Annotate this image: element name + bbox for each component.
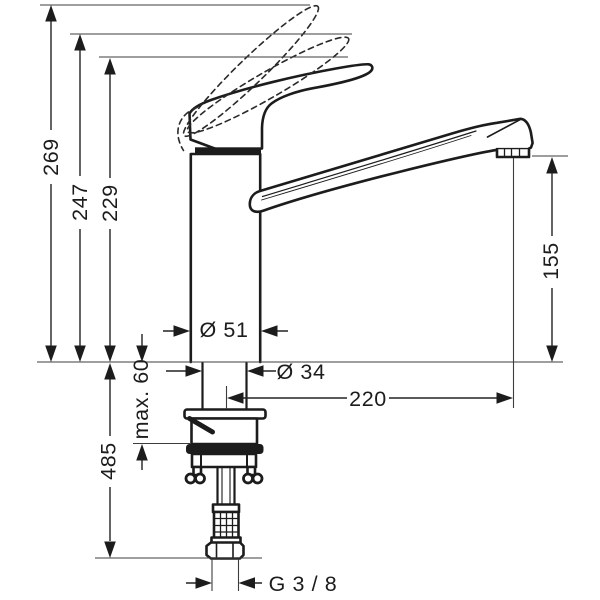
handle-max-open-outline	[182, 4, 320, 138]
spout-highlight-line	[261, 130, 477, 198]
arrowhead	[104, 58, 116, 75]
arrowhead	[261, 325, 278, 337]
faucet-product-view	[177, 4, 534, 560]
arrowhead	[185, 365, 202, 377]
dim-connection-length: 485	[97, 363, 121, 558]
hose-nut-facets	[215, 542, 234, 559]
dim-closed-height-label: 229	[98, 184, 122, 222]
bracket-dividers	[200, 453, 248, 468]
arrowhead	[104, 541, 116, 558]
arrowhead	[173, 325, 190, 337]
aerator-ribs	[503, 148, 521, 157]
mounting-assembly	[183, 361, 267, 560]
mounting-bracket	[190, 452, 258, 469]
mounting-clamp-lever	[187, 416, 215, 435]
arrowhead	[136, 444, 148, 461]
supply-tube-inner-lines	[221, 467, 231, 505]
dimension-annotations: 269 247 229 485 155	[39, 5, 563, 596]
arrowhead	[238, 577, 255, 589]
dim-handle-raised-height: 247	[68, 34, 92, 362]
dim-spout-reach-label: 220	[349, 387, 387, 411]
arrowhead	[104, 363, 116, 380]
thread-extension-lines	[211, 559, 240, 591]
arrowhead	[247, 365, 264, 377]
reference-lines	[37, 4, 568, 591]
dim-handle-raised-height-label: 247	[68, 183, 92, 221]
dim-shank-diameter-label: Ø 34	[276, 360, 325, 384]
dim-spout-height: 155	[539, 157, 563, 362]
seal-washer	[186, 444, 264, 454]
arrowhead	[496, 392, 513, 404]
handle-body-seam	[195, 147, 261, 154]
dim-thread-size: G 3 / 8	[186, 572, 337, 596]
mounting-flange	[183, 408, 267, 420]
dim-max-deck-thickness: max. 60	[129, 334, 153, 470]
faucet-handle	[188, 62, 374, 154]
arrowhead	[195, 577, 212, 589]
spout-head-chamfer	[486, 119, 521, 138]
dim-closed-height: 229	[98, 58, 122, 362]
arrowhead	[45, 5, 57, 22]
dim-base-diameter-label: Ø 51	[199, 318, 248, 342]
dim-overall-height: 269	[39, 5, 63, 362]
arrowhead	[74, 34, 86, 51]
hose-nut	[205, 541, 245, 560]
dim-max-deck-thickness-label: max. 60	[129, 359, 153, 440]
faucet-body	[189, 152, 262, 364]
arrowhead	[104, 345, 116, 362]
dim-spout-height-label: 155	[539, 242, 563, 280]
supply-tube	[216, 465, 236, 507]
dim-shank-diameter: Ø 34	[166, 360, 325, 384]
dim-connection-length-label: 485	[97, 442, 121, 480]
dim-overall-height-label: 269	[39, 138, 63, 176]
faucet-spout	[248, 117, 534, 214]
arrowhead	[74, 345, 86, 362]
handle-mid-open-outline	[186, 36, 350, 134]
braid-pattern	[213, 511, 240, 539]
arrowhead	[45, 345, 57, 362]
dim-base-diameter: Ø 51	[163, 318, 288, 342]
arrowhead	[546, 345, 558, 362]
mounting-shank	[201, 361, 248, 411]
mounting-housing	[190, 417, 259, 446]
handle-raised-position-dashed	[177, 4, 350, 152]
dim-thread-size-label: G 3 / 8	[269, 572, 338, 596]
dim-spout-reach: 220	[227, 387, 513, 411]
arrowhead	[546, 157, 558, 174]
handle-pivot-arc	[177, 106, 198, 152]
bracket-feet	[184, 472, 264, 485]
spout-highlight-line-2	[261, 135, 472, 201]
